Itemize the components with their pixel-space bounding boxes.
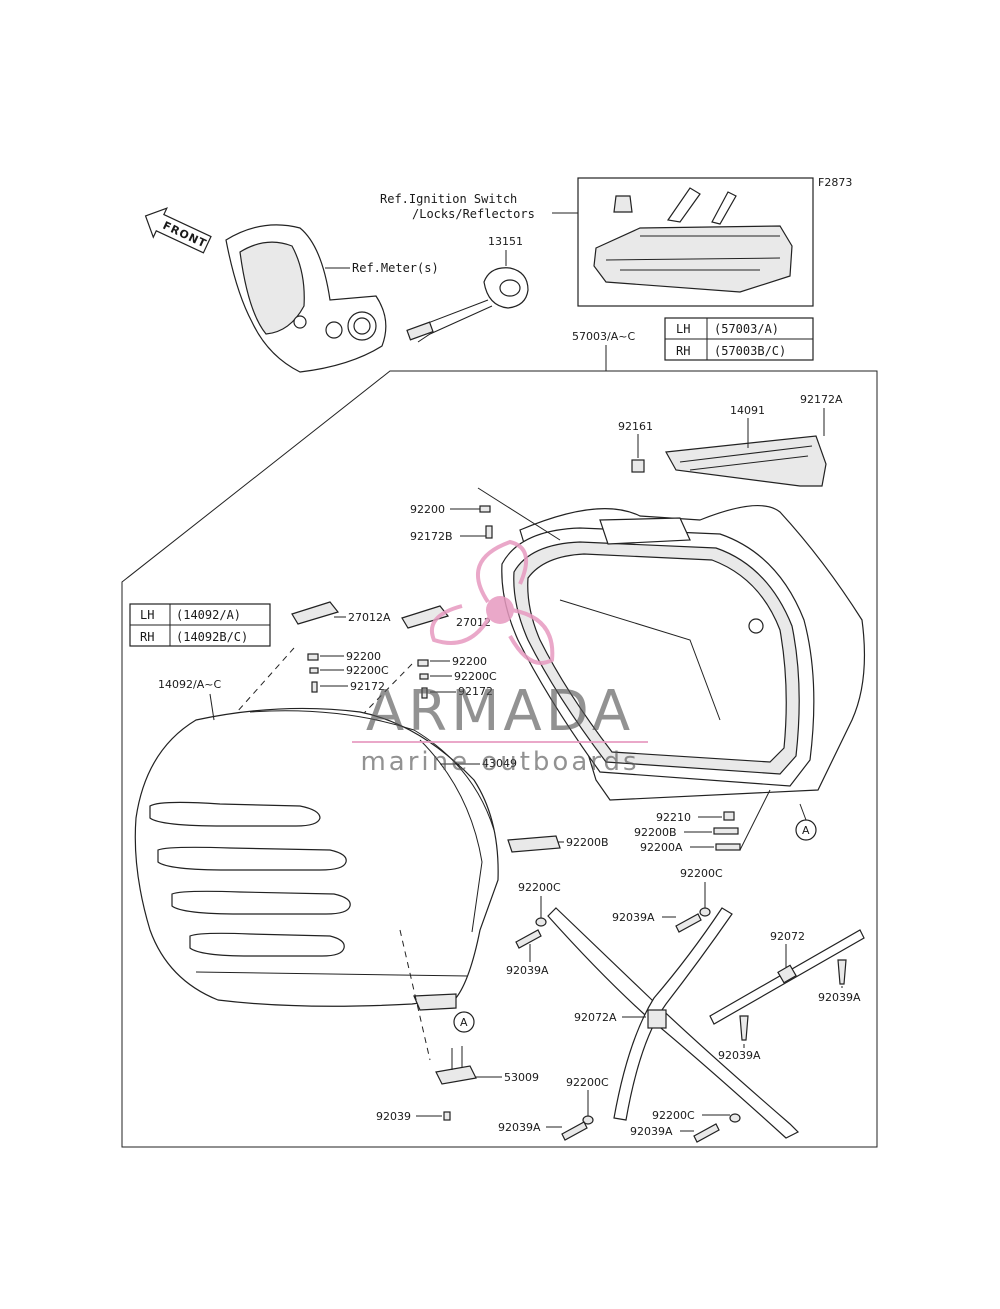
pad-92200B (507, 835, 561, 853)
bolt-set-e (561, 1115, 594, 1141)
svg-text:(57003/A): (57003/A) (714, 322, 779, 336)
saddlebag-case-drawing (501, 505, 866, 801)
callout-57003: 57003/A~C (572, 330, 635, 343)
callout-14091: 14091 (730, 404, 765, 417)
callout-92039A-c: 92039A (818, 991, 861, 1004)
figure-code: F2873 (818, 176, 852, 189)
svg-text:RH: RH (140, 630, 154, 644)
meter-housing-drawing (225, 224, 387, 373)
watermark-accent (430, 539, 555, 665)
main-frame (121, 370, 878, 1148)
callout-92200-right: 92200 (452, 655, 487, 668)
callout-92200C-b: 92200C (680, 867, 723, 880)
callout-92172A: 92172A (800, 393, 843, 406)
front-arrow-icon: FRONT (144, 207, 212, 254)
propeller-icon (430, 539, 555, 665)
fasteners-top (477, 487, 561, 541)
ref-marker-a-2: A (453, 1011, 475, 1033)
bolt-set-a (515, 917, 547, 949)
callout-92200C-d: 92200C (652, 1109, 695, 1122)
ref-marker-a-1: A (795, 803, 817, 841)
bolt-set-b (675, 907, 711, 933)
callout-92039A-b: 92039A (612, 911, 655, 924)
callout-92072: 92072 (770, 930, 805, 943)
callout-14092: 14092/A~C (158, 678, 221, 691)
callout-92200C-left: 92200C (346, 664, 389, 677)
grommet-92161 (631, 459, 645, 473)
callout-92200C-c: 92200C (566, 1076, 609, 1089)
callout-92172B: 92172B (410, 530, 453, 543)
callout-92200B-mid: 92200B (566, 836, 609, 849)
strap-92072 (709, 929, 865, 1025)
callout-92200-top: 92200 (410, 503, 445, 516)
callout-92200C-right: 92200C (454, 670, 497, 683)
svg-text:(57003B/C): (57003B/C) (714, 344, 786, 358)
ignition-inset-drawing (593, 187, 793, 293)
bolt-set-c (837, 959, 847, 985)
callout-92039A-a: 92039A (506, 964, 549, 977)
callout-92200A: 92200A (640, 841, 683, 854)
watermark-brand: ARMADA (366, 679, 634, 744)
callout-92210: 92210 (656, 811, 691, 824)
watermark-tagline: marine outboards (360, 747, 639, 777)
callout-92039A-e: 92039A (498, 1121, 541, 1134)
bolt-set-d (739, 1015, 749, 1041)
svg-text:A: A (802, 824, 810, 837)
svg-text:RH: RH (676, 344, 690, 358)
callout-92172-right: 92172 (458, 685, 493, 698)
callout-92039A-f: 92039A (630, 1125, 673, 1138)
svg-text:LH: LH (140, 608, 154, 622)
callout-92039: 92039 (376, 1110, 411, 1123)
svg-text:A: A (460, 1016, 468, 1029)
ref-meter-label: Ref.Meter(s) (352, 261, 439, 275)
callout-92039A-d: 92039A (718, 1049, 761, 1062)
ref-ignition-line2: /Locks/Reflectors (412, 207, 535, 221)
case-variant-table: LH (57003/A) RH (57003B/C) (664, 317, 814, 361)
callout-92200B-right: 92200B (634, 826, 677, 839)
watermark-logo: ARMADA marine outboards (352, 539, 648, 777)
svg-text:LH: LH (676, 322, 690, 336)
hinge-fasteners-left (307, 653, 319, 693)
bolt-set-f (693, 1113, 741, 1143)
callout-13151: 13151 (488, 235, 523, 248)
reflector-14091-drawing (665, 435, 827, 487)
ignition-switch-drawing (406, 267, 529, 343)
svg-text:(14092B/C): (14092B/C) (176, 630, 248, 644)
callout-92200C-a: 92200C (518, 881, 561, 894)
hinge-fasteners-right (417, 659, 429, 699)
fasteners-right (713, 789, 771, 851)
cover-variant-table: LH (14092/A) RH (14092B/C) (129, 603, 271, 647)
cross-strap-92072A (547, 907, 800, 1139)
bracket-53009-drawing (435, 1046, 477, 1121)
saddlebag-cover-drawing (134, 707, 499, 1061)
svg-text:(14092/A): (14092/A) (176, 608, 241, 622)
callout-53009: 53009 (504, 1071, 539, 1084)
callout-92200-left: 92200 (346, 650, 381, 663)
ref-ignition-line1: Ref.Ignition Switch (380, 192, 517, 206)
callout-92072A: 92072A (574, 1011, 617, 1024)
callout-92161: 92161 (618, 420, 653, 433)
callout-27012A: 27012A (348, 611, 391, 624)
callout-92172-left: 92172 (350, 680, 385, 693)
callout-43049: 43049 (482, 757, 517, 770)
